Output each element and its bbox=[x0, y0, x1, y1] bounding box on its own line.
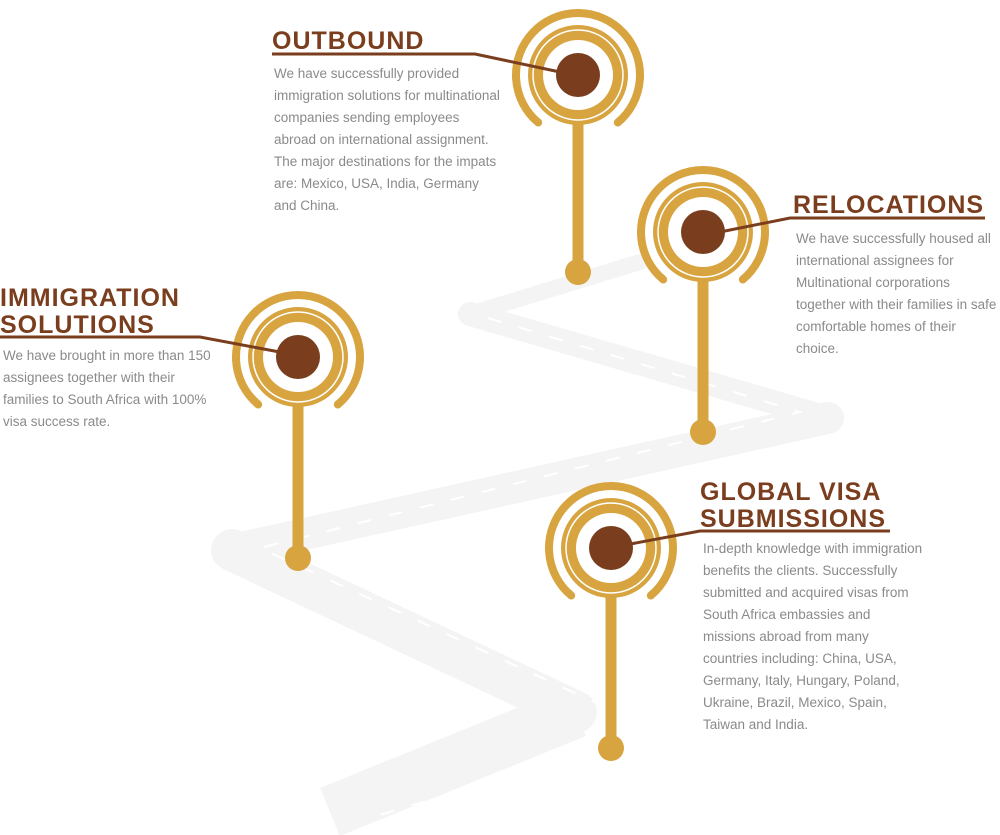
signal-arc bbox=[637, 166, 769, 284]
outbound-pin bbox=[512, 9, 644, 285]
relocations-text: We have successfully housed all internat… bbox=[796, 231, 997, 356]
pin-base-dot bbox=[690, 419, 716, 445]
pin-center-dot bbox=[681, 210, 725, 254]
signal-arc bbox=[232, 291, 364, 409]
pin-base-dot bbox=[565, 259, 591, 285]
pin-base-dot bbox=[598, 735, 624, 761]
road-lane-markings bbox=[257, 317, 804, 816]
pin-center-dot bbox=[589, 526, 633, 570]
signal-arc bbox=[512, 9, 644, 127]
pin-center-dot bbox=[556, 53, 600, 97]
leader-lines bbox=[0, 52, 985, 547]
global-visa-text: In-depth knowledge with immigration bene… bbox=[703, 541, 923, 732]
immigration-text: We have brought in more than 150 assigne… bbox=[3, 348, 211, 429]
outbound-title: OUTBOUND bbox=[272, 27, 425, 55]
signal-arc bbox=[545, 482, 677, 600]
pin-base-dot bbox=[285, 545, 311, 571]
pin-ring-line bbox=[657, 186, 749, 278]
global-visa-pin bbox=[545, 482, 677, 761]
pin-ring-line bbox=[252, 311, 344, 403]
immigration-title: IMMIGRATION SOLUTIONS bbox=[0, 284, 180, 339]
immigration-pin bbox=[232, 291, 364, 571]
global-visa-title: GLOBAL VISA SUBMISSIONS bbox=[700, 478, 887, 533]
relocations-title: RELOCATIONS bbox=[793, 191, 985, 219]
pin-ring-line bbox=[565, 502, 657, 594]
relocations-pin bbox=[637, 166, 769, 445]
pin-ring-line bbox=[532, 29, 624, 121]
pin-center-dot bbox=[276, 335, 320, 379]
outbound-text: We have successfully provided immigratio… bbox=[274, 66, 500, 213]
